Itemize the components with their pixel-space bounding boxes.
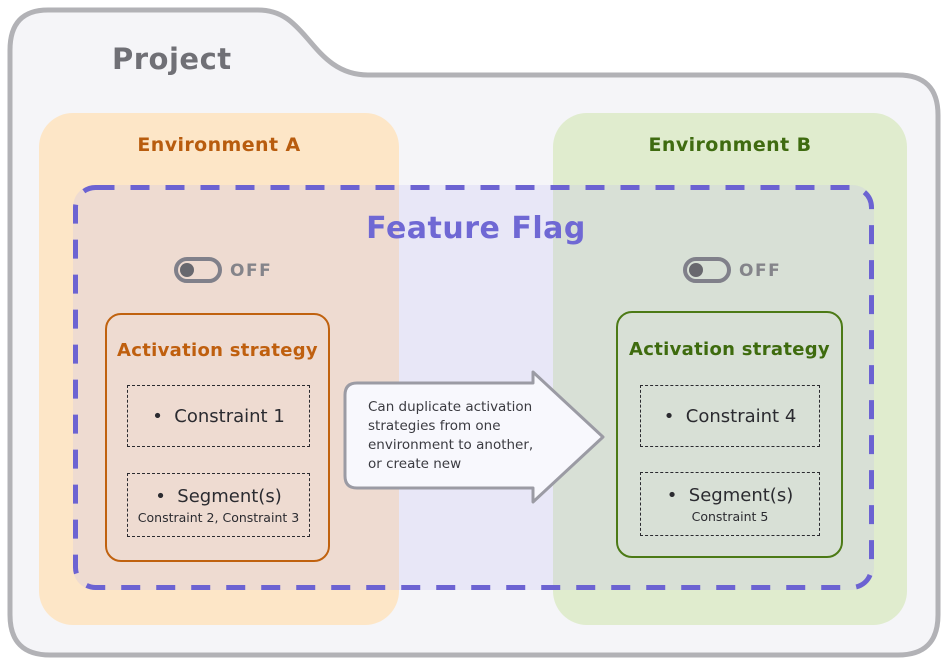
environment-a-toggle-label: OFF bbox=[230, 261, 273, 281]
constraint-label: • Constraint 4 bbox=[663, 405, 797, 427]
environment-b-panel bbox=[553, 113, 907, 625]
caption-line: strategies from one bbox=[368, 418, 501, 435]
duplicate-arrow-shape bbox=[343, 370, 605, 504]
constraint-label: • Constraint 1 bbox=[152, 405, 285, 427]
caption-line: environment to another, bbox=[368, 437, 534, 454]
environment-a-panel bbox=[39, 113, 399, 625]
caption-line: Can duplicate activation bbox=[368, 399, 533, 415]
environment-b-title: Environment B bbox=[648, 134, 812, 156]
constraint-box-b: • Constraint 4 bbox=[640, 385, 820, 447]
feature-flag-title: Feature Flag bbox=[366, 211, 586, 246]
toggle-knob bbox=[180, 263, 194, 277]
toggle-knob bbox=[689, 263, 703, 277]
segment-box-a: • Segment(s) Constraint 2, Constraint 3 bbox=[127, 473, 310, 537]
environment-b-toggle-icon bbox=[683, 257, 731, 283]
activation-strategy-title-b: Activation strategy bbox=[629, 339, 830, 360]
environment-a-toggle-icon bbox=[174, 257, 222, 283]
constraint-box-a: • Constraint 1 bbox=[127, 385, 310, 447]
activation-strategy-box-a bbox=[105, 313, 330, 562]
activation-strategy-title-a: Activation strategy bbox=[117, 340, 318, 361]
project-title: Project bbox=[112, 42, 232, 76]
segment-label: • Segment(s) bbox=[155, 485, 282, 507]
segment-detail: Constraint 5 bbox=[691, 508, 769, 524]
caption-line: or create new bbox=[368, 456, 462, 473]
environment-b-toggle-label: OFF bbox=[739, 261, 782, 281]
duplicate-arrow-caption: Can duplicate activation strategies from… bbox=[368, 398, 544, 475]
segment-detail: Constraint 2, Constraint 3 bbox=[137, 509, 300, 525]
environment-a-title: Environment A bbox=[137, 134, 301, 156]
segment-label: • Segment(s) bbox=[666, 484, 794, 506]
segment-box-b: • Segment(s) Constraint 5 bbox=[640, 472, 820, 536]
feature-flag-dashed-border bbox=[73, 185, 874, 590]
activation-strategy-box-b bbox=[616, 311, 843, 558]
